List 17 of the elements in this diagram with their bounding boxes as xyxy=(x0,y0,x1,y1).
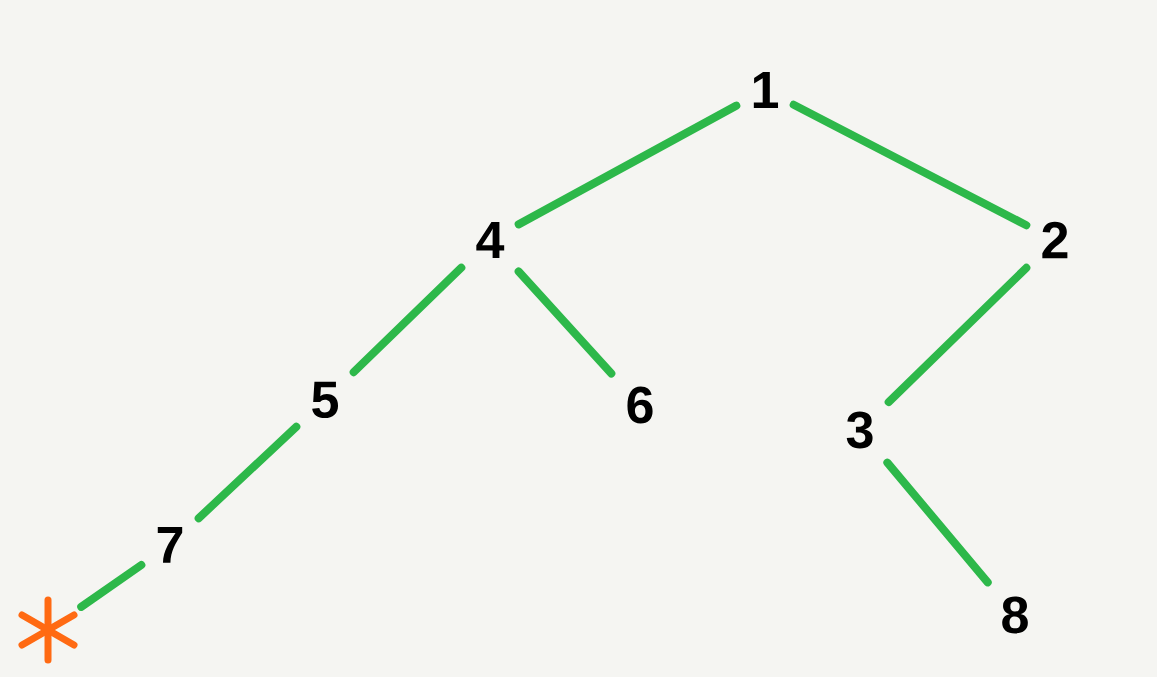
tree-branch xyxy=(514,101,741,229)
tree-node-number: 8 xyxy=(1002,596,1028,634)
tree-branch xyxy=(883,458,992,587)
tree-node-number: 5 xyxy=(312,381,339,419)
tree-branch xyxy=(349,263,466,377)
tree-node-number: 7 xyxy=(157,527,183,563)
tree-node-number: 1 xyxy=(753,72,778,108)
asterisk-icon xyxy=(18,596,78,664)
tree-branch xyxy=(514,267,616,378)
tree-branch xyxy=(77,560,146,611)
tree-node-number: 4 xyxy=(476,222,505,258)
tree-node-number: 3 xyxy=(846,411,873,449)
tree-node-number: 6 xyxy=(627,386,653,424)
tree-branch xyxy=(194,422,301,523)
tree-branch xyxy=(789,100,1031,230)
tree-node-number: 2 xyxy=(1042,221,1068,259)
tree-branch xyxy=(884,263,1031,407)
